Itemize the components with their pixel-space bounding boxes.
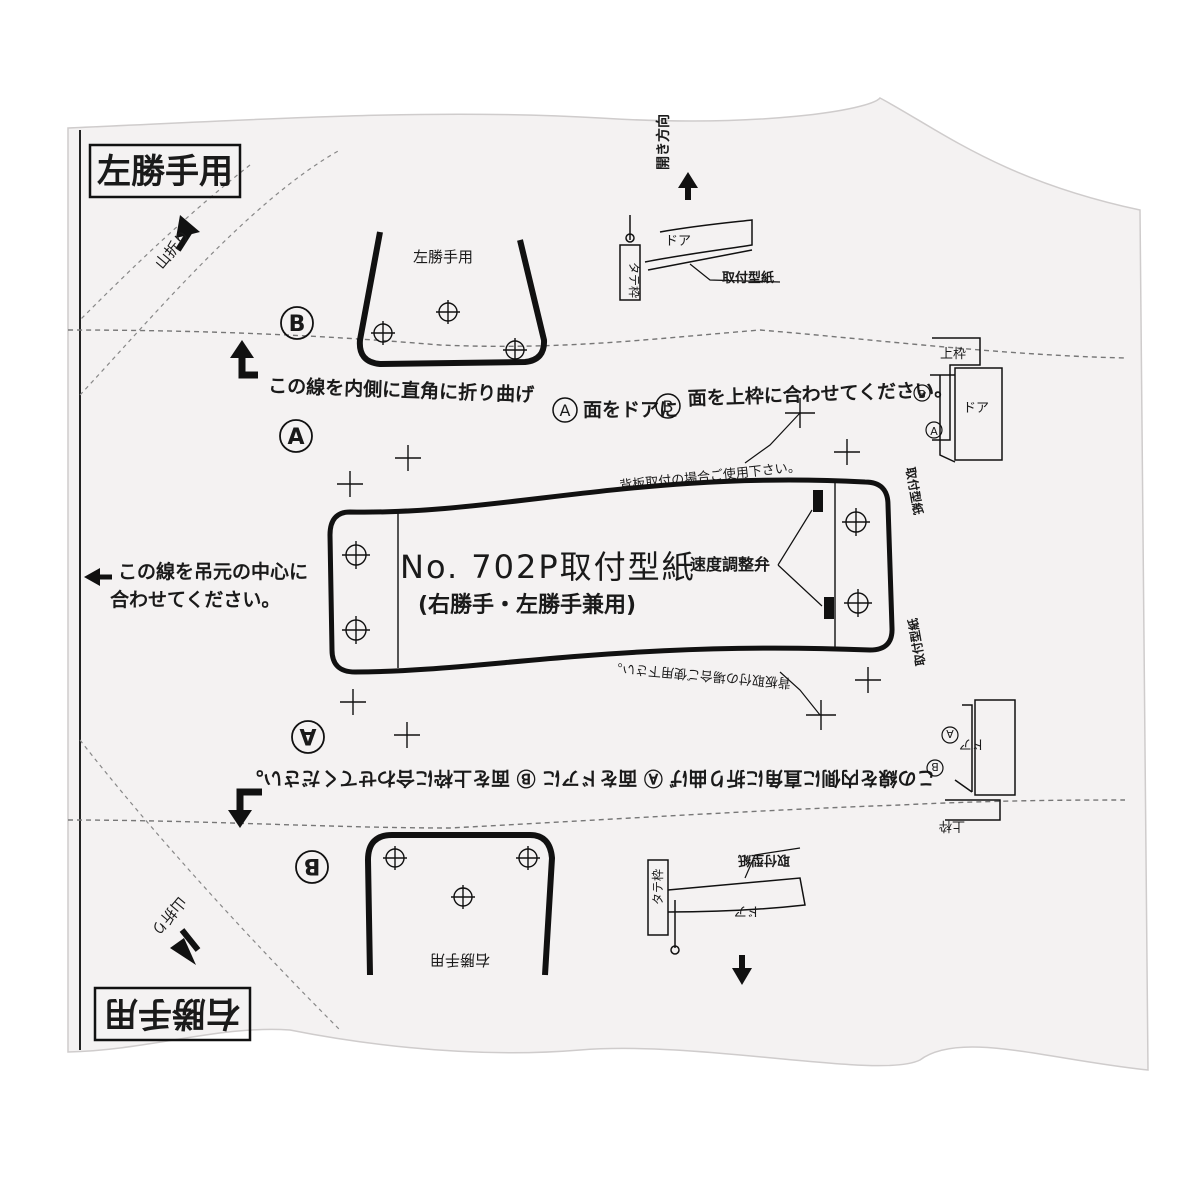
frame-label-top: タテ枠 [627,262,641,298]
svg-text:B: B [918,388,926,401]
center-instruction-2: 合わせてください。 [110,588,280,611]
svg-text:A: A [946,727,954,740]
bottom-plate-label: 右勝手用 [430,951,490,969]
down-arrow-bottom [732,955,752,985]
door-label-bottom: ドア [734,903,760,918]
frame-label-bottom: タテ枠 [651,869,665,905]
top-plate-label: 左勝手用 [413,248,473,266]
marker-b-bottom: B [295,850,329,884]
door-label-right: ドア [963,401,989,416]
template-label-top: 取付型紙 [722,270,774,286]
bottom-plate-holes [383,846,540,909]
valve-label: 速度調整弁 [690,555,770,574]
svg-text:B: B [304,853,321,878]
marker-a-top: A [279,419,313,453]
instruction-top-2: 面をドアに [583,399,678,421]
svg-text:A: A [560,401,571,420]
side-marker-b-bottom: B [926,759,944,777]
main-subtitle: (右勝手・左勝手兼用) [418,592,636,618]
open-direction-label: 開き方向 [655,114,672,170]
fold-line-bottom [67,799,1126,829]
valve-leaders [777,509,823,607]
leader-bottom [779,671,821,716]
svg-text:B: B [931,760,939,773]
valve-markers [813,490,834,619]
svg-text:B: B [663,397,674,416]
side-marker-a-bottom: A [941,726,959,744]
diagonal-fold-bottom [79,739,341,1031]
bend-arrow-bottom [228,788,262,828]
marker-a-bottom: A [291,720,325,754]
instruction-top-marker-b: B [655,393,681,419]
crosshair-marks [337,398,881,748]
marker-b-top: B [280,306,314,340]
door-label-right-bottom: ドア [959,736,985,751]
svg-text:A: A [299,723,316,748]
top-plate-holes [371,300,527,362]
template-label-bottom: 取付型紙 [738,852,790,868]
door-label-top: ドア [665,234,691,249]
center-instruction-1: この線を吊元の中心に [118,560,308,583]
template-leader-top [689,263,781,283]
corner-bottom-box [93,986,252,1042]
door-diagram-top [619,215,753,301]
top-frame-label-right-bottom: 上枠 [939,818,965,833]
side-marker-a: A [925,421,943,439]
open-direction-arrow [678,172,698,200]
side-marker-b: B [913,384,931,402]
svg-text:B: B [289,312,306,337]
center-arrow [84,568,112,586]
svg-text:A: A [287,425,304,450]
door-diagram-bottom [647,859,806,955]
corner-bottom-label: 右勝手用 [104,993,240,1033]
top-plate-outline [356,231,548,368]
fold-line-top [67,329,1126,359]
template-leader-bottom [744,847,801,879]
top-frame-label-right: 上枠 [940,347,966,362]
corner-top-label: 左勝手用 [97,152,233,192]
main-panel-holes [342,508,872,644]
diagonal-fold-top-2 [79,164,251,321]
bend-arrow-top [230,340,258,379]
main-panel-outline [327,477,895,675]
corner-top-box [88,143,242,199]
main-title: No. 702P取付型紙 [400,548,696,586]
diagonal-fold-top [79,149,341,396]
side-diagram-bottom [945,699,1016,821]
svg-text:A: A [930,425,938,438]
leader-top [744,412,801,464]
bottom-plate-outline [364,832,556,976]
side-diagram-top [930,337,1003,463]
instruction-top-marker-a: A [552,397,578,423]
instruction-bottom: この線を内側に直角に折り曲げ Ⓐ 面をドアに Ⓑ 面を上枠に合わせてください。 [245,767,936,790]
